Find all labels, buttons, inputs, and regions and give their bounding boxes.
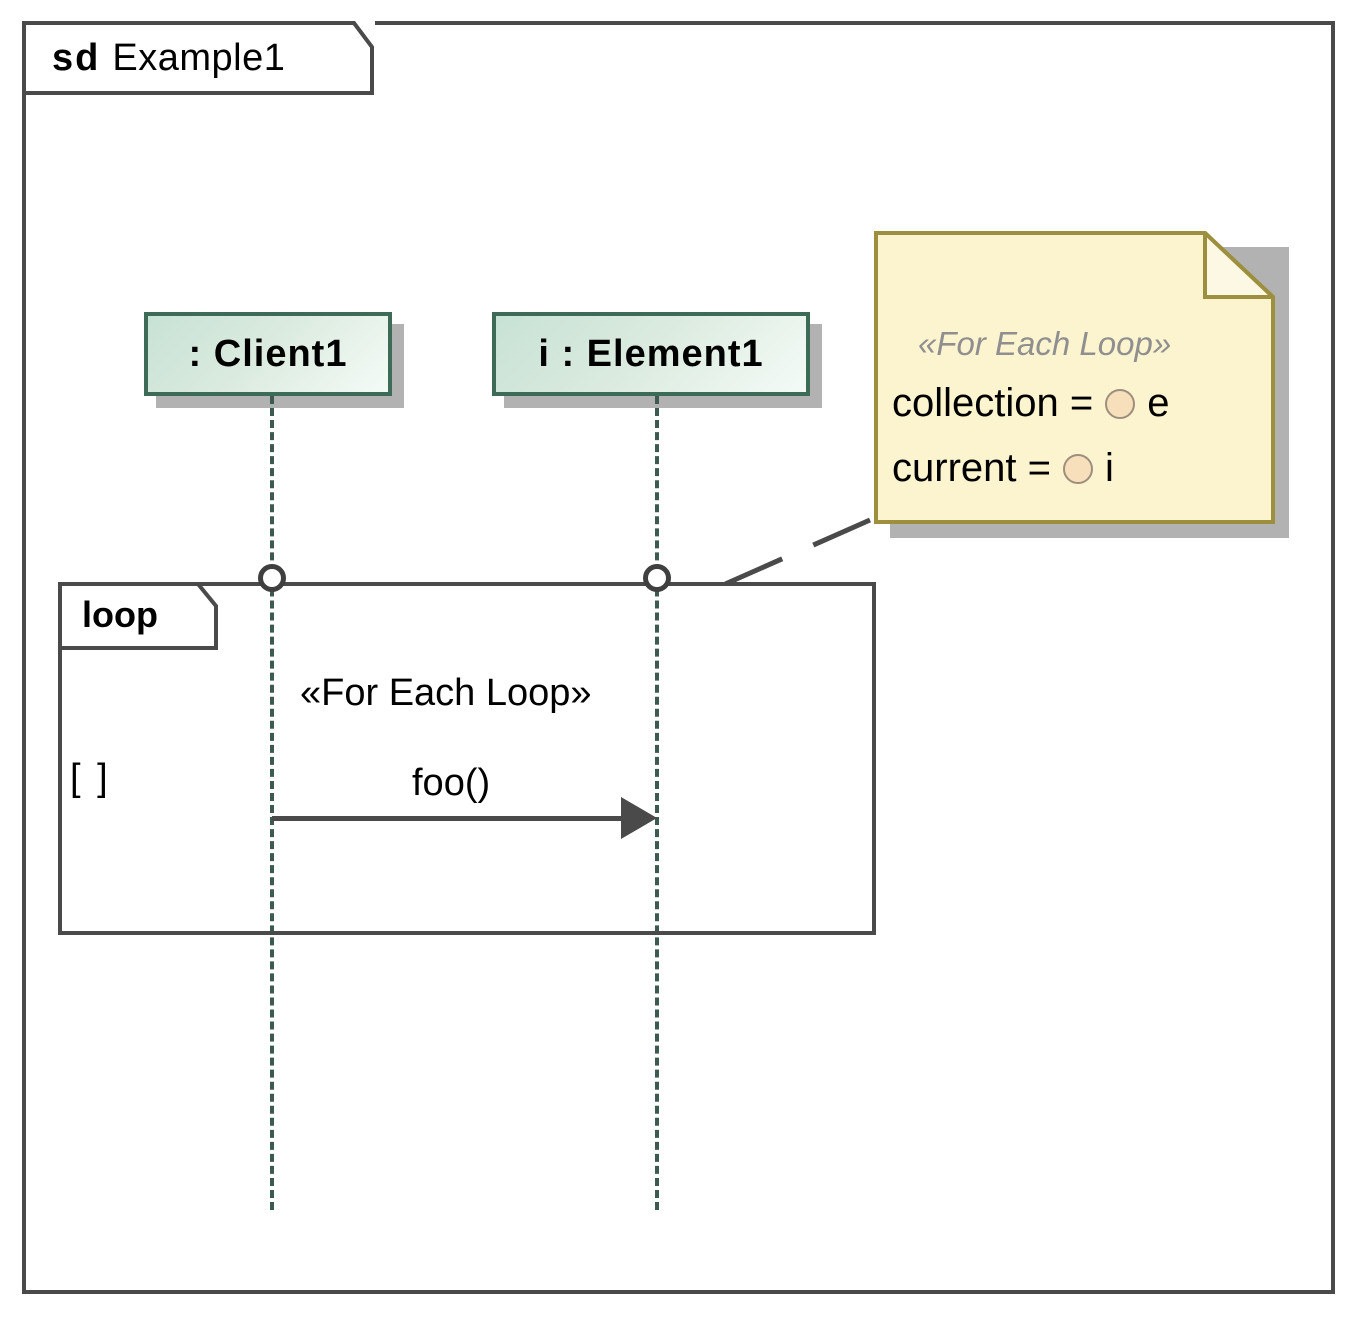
diagram-name: Example1 bbox=[112, 37, 286, 79]
note-row-current-value: i bbox=[1104, 446, 1114, 490]
note-stereotype: «For Each Loop» bbox=[918, 325, 1172, 362]
diagram-frame-tab: sd Example1 bbox=[22, 21, 375, 95]
lifeline-client1-head[interactable]: : Client1 bbox=[144, 312, 392, 396]
message-arrow-head-icon bbox=[621, 797, 657, 839]
fragment-guard: [ ] bbox=[70, 757, 111, 799]
lifeline-client1-label: : Client1 bbox=[188, 332, 348, 375]
note-row-current: current = i bbox=[892, 446, 1114, 491]
diagram-title: sd Example1 bbox=[52, 37, 285, 80]
fragment-tab-shape bbox=[58, 582, 218, 650]
note-for-each-loop[interactable]: «For Each Loop» collection = e current =… bbox=[874, 231, 1275, 524]
note-shape bbox=[874, 231, 1275, 524]
fragment-operator-tab: loop bbox=[58, 582, 218, 655]
lifeline-junction-element1 bbox=[643, 564, 671, 592]
diagram-kind-keyword: sd bbox=[52, 37, 101, 79]
fragment-operator-label: loop bbox=[82, 594, 158, 635]
note-row-collection-label: collection = bbox=[892, 381, 1094, 425]
lifeline-element1-label: i : Element1 bbox=[538, 332, 764, 375]
lifeline-element1-head[interactable]: i : Element1 bbox=[492, 312, 810, 396]
message-name: foo() bbox=[412, 762, 491, 804]
lifeline-junction-client1 bbox=[258, 564, 286, 592]
message-arrow-line[interactable] bbox=[272, 816, 622, 821]
lifeline-element1-line bbox=[655, 396, 659, 1210]
property-circle-icon bbox=[1062, 453, 1093, 484]
note-row-collection: collection = e bbox=[892, 381, 1169, 426]
combined-fragment-loop[interactable] bbox=[58, 582, 876, 935]
property-circle-icon bbox=[1105, 388, 1136, 419]
frame-tab-shape bbox=[22, 21, 374, 95]
message-stereotype: «For Each Loop» bbox=[300, 672, 592, 714]
note-row-current-label: current = bbox=[892, 446, 1051, 490]
note-row-collection-value: e bbox=[1147, 381, 1170, 425]
lifeline-client1-line bbox=[270, 396, 274, 1210]
